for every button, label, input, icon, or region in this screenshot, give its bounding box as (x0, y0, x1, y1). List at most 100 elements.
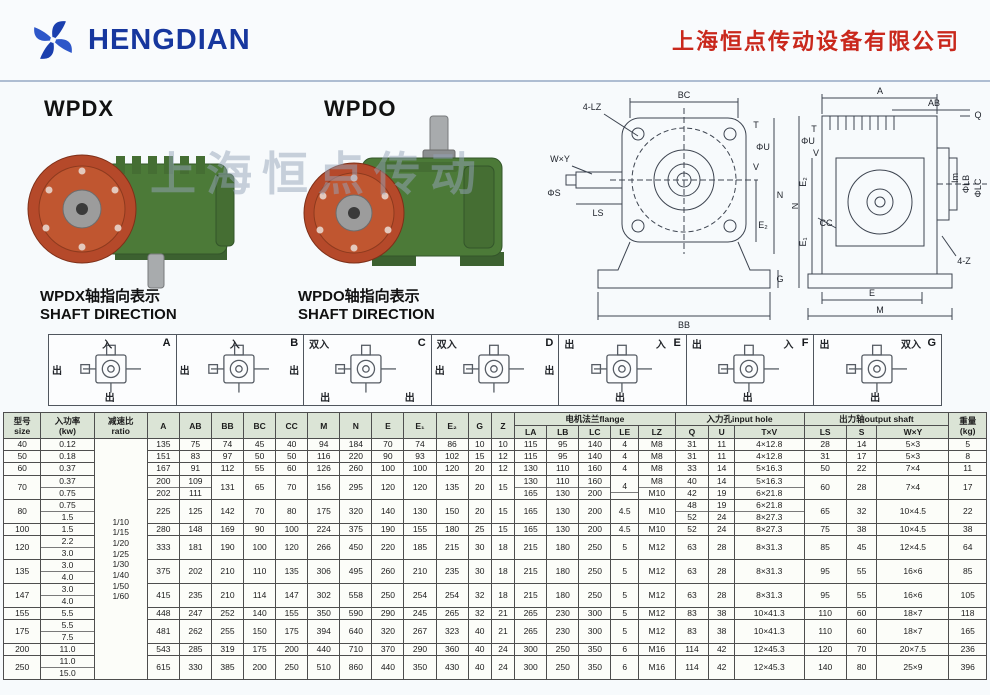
spec-cell: 30 (467, 558, 492, 584)
spec-cell: 4 (610, 438, 640, 452)
spec-cell: 230 (546, 619, 580, 645)
direction-label: 出 (544, 365, 555, 377)
size-cell: 100 (2, 522, 42, 536)
spec-cell: 135 (435, 474, 469, 500)
wpdx-caption-en: SHAFT DIRECTION (40, 306, 177, 323)
spec-cell: 93 (403, 450, 437, 464)
spec-cell: 250 (371, 582, 405, 609)
spec-cell: 115 (514, 450, 548, 464)
spec-cell: 200 (243, 655, 277, 681)
spec-cell: 94 (307, 438, 341, 452)
spec-cell: 63 (674, 582, 710, 609)
dimension-label: LS (592, 208, 603, 218)
spec-cell: 12×45.3 (733, 643, 805, 657)
spec-cell: 135 (146, 438, 180, 452)
spec-cell: 202 (178, 558, 212, 584)
spec-cell: 110 (803, 619, 847, 645)
spec-cell: 140 (371, 498, 405, 524)
brand: HENGDIAN (30, 17, 251, 63)
spec-cell: 10 (490, 438, 516, 452)
spec-cell: 247 (178, 607, 212, 621)
spec-cell: 255 (210, 619, 245, 645)
dimension-label: A (877, 86, 883, 96)
spec-cell: 360 (435, 643, 469, 657)
dimension-label: T (753, 120, 759, 130)
spec-cell: 90 (371, 450, 405, 464)
spec-cell: 160 (578, 462, 612, 476)
spec-cell: 38 (708, 607, 735, 621)
spec-cell: 115 (514, 438, 548, 452)
spec-cell: 7×4 (876, 474, 950, 500)
dimension-label: N (792, 203, 800, 210)
spec-cell: 215 (514, 582, 548, 609)
spec-cell: 4 (610, 462, 640, 476)
spec-cell: 15 (490, 474, 516, 500)
column-header: 出力轴output shaft (803, 411, 950, 427)
spec-cell: 85 (948, 558, 987, 584)
spec-cell: 254 (435, 582, 469, 609)
spec-cell: 215 (514, 534, 548, 560)
dimension-label: E₂ (798, 177, 808, 187)
brand-name: HENGDIAN (88, 23, 251, 56)
spec-cell: 169 (210, 522, 245, 536)
spec-cell: 450 (339, 534, 373, 560)
column-subheader: U (708, 425, 735, 440)
hengdian-logo-icon (34, 21, 72, 59)
dimension-label: E₁ (798, 237, 808, 246)
spec-cell: 495 (339, 558, 373, 584)
spec-cell: 200 (578, 522, 612, 536)
spec-cell: 280 (146, 522, 180, 536)
spec-cell: M8 (638, 450, 676, 464)
spec-cell: 250 (275, 655, 309, 681)
spec-cell: 4 (610, 450, 640, 464)
spec-cell: 210 (210, 558, 245, 584)
spec-cell: 350 (578, 655, 612, 681)
spec-cell: 320 (339, 498, 373, 524)
dimension-label: ΦLB (961, 175, 971, 193)
spec-cell: 25×9 (876, 655, 950, 681)
spec-cell: 0.18 (40, 450, 95, 464)
spec-cell: 38 (708, 619, 735, 645)
spec-cell: 80 (275, 498, 309, 524)
spec-cell: 40 (467, 643, 492, 657)
spec-cell: 5 (610, 619, 640, 645)
column-header: G (467, 411, 492, 440)
spec-cell: 8×27.3 (733, 522, 805, 536)
spec-cell: 252 (210, 607, 245, 621)
spec-cell: 5.5 (40, 607, 95, 621)
spec-cell: 95 (546, 438, 580, 452)
gearbox-glyph (463, 344, 525, 393)
spec-cell: 110 (803, 607, 847, 621)
spec-cell: 302 (307, 582, 341, 609)
spec-cell: 295 (339, 474, 373, 500)
spec-cell: 14 (845, 438, 878, 452)
spec-cell: 300 (514, 643, 548, 657)
dimension-label: ΦU (756, 142, 770, 152)
diagram-letter: F (801, 337, 809, 349)
spec-cell: 165 (514, 498, 548, 524)
size-cell: 200 (2, 643, 42, 657)
spec-cell: 110 (243, 558, 277, 584)
spec-cell: 55 (845, 582, 878, 609)
gearbox-glyph (208, 344, 269, 393)
spec-cell: 18 (490, 558, 516, 584)
spec-cell: 52 (674, 522, 710, 536)
spec-cell: 130 (403, 498, 437, 524)
spec-cell: 105 (948, 582, 987, 609)
diagram-letter: C (417, 337, 426, 349)
spec-cell: 118 (948, 607, 987, 621)
spec-cell: 165 (514, 522, 548, 536)
